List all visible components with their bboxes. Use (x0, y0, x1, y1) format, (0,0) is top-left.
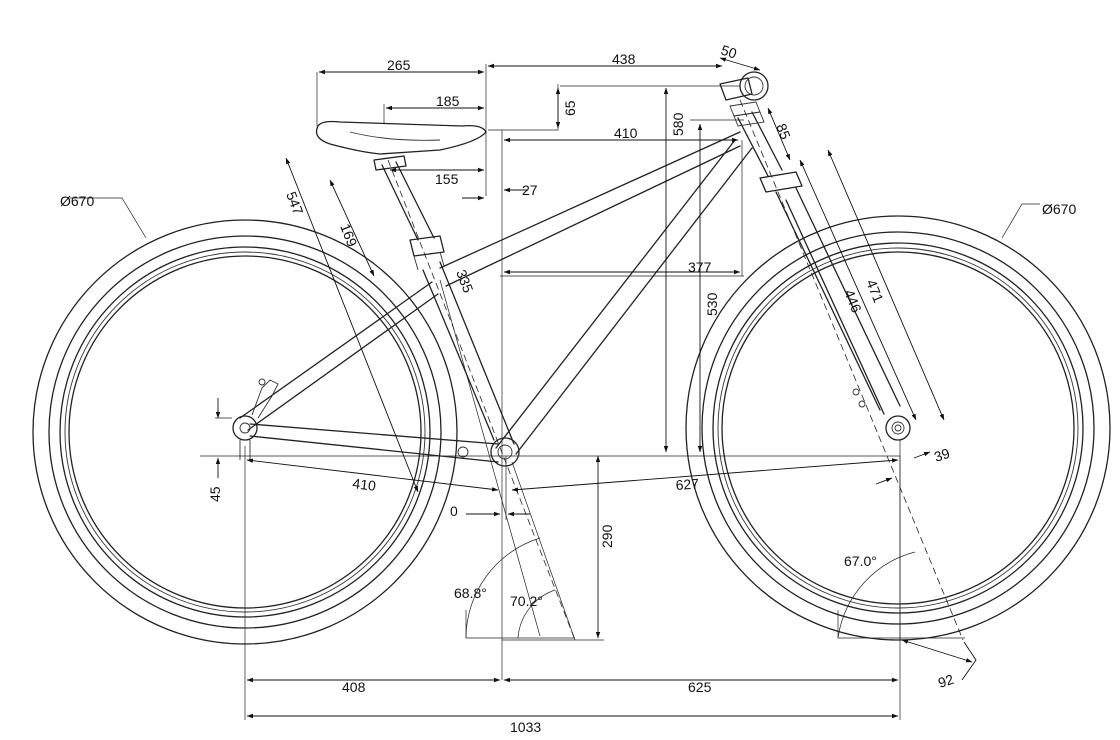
label-seat-angle-effective: 70.2° (510, 593, 543, 609)
label-fork-offset: 39 (932, 445, 952, 465)
label-front-center: 627 (675, 475, 700, 493)
label-bb-height: 290 (599, 524, 615, 548)
label-reach-to-bar: 438 (612, 51, 636, 67)
dimension-labels: Ø670 Ø670 265 438 185 65 50 580 410 85 1… (60, 42, 1076, 735)
fork-and-cockpit (719, 71, 911, 441)
label-saddle-length: 185 (436, 93, 460, 109)
label-seatpost-exposed: 169 (337, 221, 360, 249)
label-reach: 377 (688, 259, 712, 275)
label-wheel-front: Ø670 (1042, 201, 1076, 217)
label-stem-length: 50 (719, 42, 739, 62)
label-fork-length: 446 (841, 287, 865, 315)
bike-frame (232, 131, 753, 467)
label-head-angle: 67.0° (844, 553, 877, 569)
label-stack: 530 (704, 292, 720, 316)
seatpost-and-saddle (315, 120, 487, 241)
label-seat-angle-actual: 68.8° (454, 585, 487, 601)
dimension-lines (70, 57, 1040, 719)
label-seat-offset: 27 (522, 182, 538, 198)
label-saddle-to-pedal: 547 (283, 189, 306, 217)
label-front-wheelbase-part: 625 (688, 679, 712, 695)
label-wheelbase: 1033 (510, 719, 541, 735)
label-bb-drop-rear: 45 (207, 486, 223, 502)
angle-arcs (465, 537, 965, 639)
label-top-tube-length: 410 (614, 125, 638, 141)
label-fork-axle-crown: 471 (863, 277, 887, 305)
label-seat-tube-length: 335 (453, 267, 476, 295)
label-wheel-rear: Ø670 (60, 193, 94, 209)
front-wheel (685, 215, 1111, 641)
label-spacer-height: 85 (773, 121, 794, 142)
label-saddle-drop: 65 (562, 100, 578, 116)
reference-lines (200, 64, 964, 720)
label-saddle-nose: 155 (435, 171, 459, 187)
label-bb-offset: 0 (450, 503, 458, 519)
label-chainstay-length: 408 (342, 679, 366, 695)
label-saddle-setback: 265 (387, 57, 411, 73)
label-stack-to-bar: 580 (670, 112, 686, 136)
label-chainstay-horizontal: 410 (352, 475, 377, 494)
label-trail: 92 (936, 671, 956, 691)
